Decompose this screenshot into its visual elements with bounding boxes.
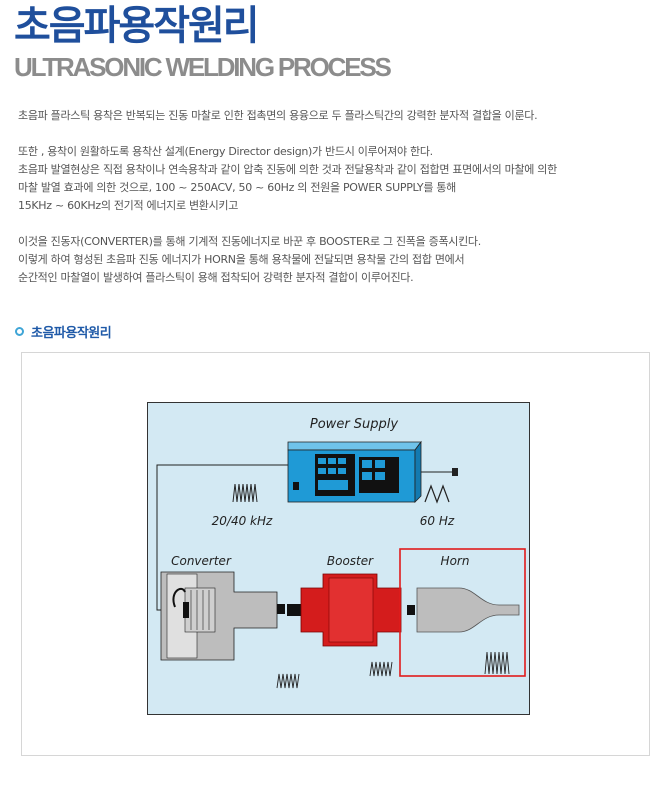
booster-vibration-icon [369,661,393,677]
intro-paragraph: 초음파 플라스틱 용착은 반복되는 진동 마찰로 인한 접촉면의 용융으로 두 … [18,107,658,125]
horn-label: Horn [441,554,470,568]
section-header: 초음파용작원리 [15,322,112,341]
intro-line: 초음파 플라스틱 용착은 반복되는 진동 마찰로 인한 접촉면의 용융으로 두 … [18,109,538,122]
converter-unit [160,571,285,661]
horn-highlight-box [399,548,526,677]
process-line: 이것을 진동자(CONVERTER)를 통해 기계적 진동에너지로 바꾼 후 B… [18,235,481,248]
section-title: 초음파용작원리 [31,326,112,341]
detail-paragraph: 또한 , 용착이 원활하도록 용착산 설계(Energy Director de… [18,143,658,215]
power-supply-unit [287,440,422,503]
process-line: 순간적인 마찰열이 발생하여 플라스틱이 용해 접착되어 강력한 분자적 결합이… [18,271,414,284]
welding-process-diagram: Power Supply 20/40 kHz 60 Hz Converter B… [147,402,530,715]
booster-unit [287,573,402,647]
converter-frequency-label: 20/40 kHz [212,514,273,528]
detail-line: 마찰 발열 효과에 의한 것으로, 100 ~ 250ACV, 50 ~ 60H… [18,181,456,194]
detail-line: 초음파 발열현상은 직접 용착이나 연속용착과 같이 압축 진동에 의한 것과 … [18,163,557,176]
horn-unit [407,587,520,633]
plug-icon [452,468,458,476]
power-supply-label: Power Supply [310,417,399,432]
detail-line: 15KHz ~ 60KHz의 전기적 에너지로 변환시키고 [18,199,239,212]
process-paragraph: 이것을 진동자(CONVERTER)를 통해 기계적 진동에너지로 바꾼 후 B… [18,233,658,287]
high-frequency-wave-icon [232,483,258,503]
detail-line: 또한 , 용착이 원활하도록 용착산 설계(Energy Director de… [18,145,433,158]
page-subtitle: ULTRASONIC WELDING PROCESS [14,52,392,82]
page-title: 초음파용작원리 [14,3,260,49]
converter-cable [156,464,288,611]
converter-label: Converter [171,554,232,568]
circle-bullet-icon [15,327,24,336]
process-line: 이렇게 하여 형성된 초음파 진동 에너지가 HORN을 통해 용착물에 전달되… [18,253,465,266]
converter-vibration-icon [276,673,300,689]
mains-wave-icon [424,484,450,504]
booster-label: Booster [327,554,374,568]
mains-frequency-label: 60 Hz [420,514,455,528]
horn-vibration-icon [484,651,510,675]
